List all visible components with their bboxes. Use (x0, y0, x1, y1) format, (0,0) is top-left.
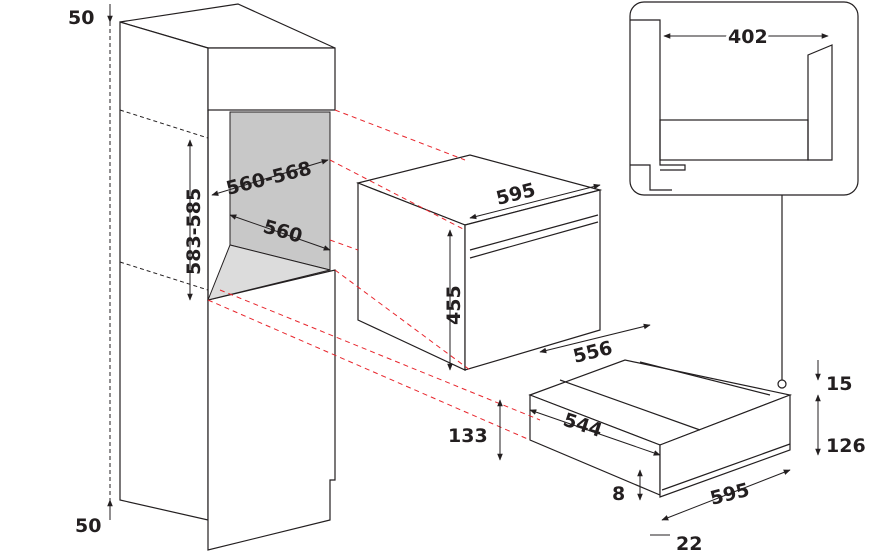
label-cabinet-top-gap: 50 (68, 7, 94, 29)
alignment-lines (207, 109, 541, 441)
niche-floor (207, 244, 331, 301)
oven (356, 154, 603, 371)
dimension-lines (107, 4, 821, 536)
tall-cabinet (109, 3, 336, 551)
label-drawer-depth-top: 556 (571, 337, 615, 368)
label-drawer-width: 595 (708, 479, 752, 510)
label-drawer-front-height: 126 (826, 435, 866, 457)
label-drawer-total-height: 133 (448, 425, 488, 447)
label-detail-inner-width: 402 (728, 26, 768, 48)
label-drawer-top-offset: 15 (826, 373, 852, 395)
detail-inset (629, 1, 859, 389)
detail-marker (777, 379, 787, 389)
cabinet-upper-front (207, 47, 336, 111)
label-drawer-front-offset: 22 (676, 533, 702, 555)
label-drawer-gap: 8 (612, 483, 625, 505)
cabinet-lower-front (207, 269, 336, 551)
label-niche-height: 583-585 (183, 188, 205, 275)
label-oven-height: 455 (443, 285, 465, 325)
label-cabinet-bottom-gap: 50 (75, 515, 101, 537)
